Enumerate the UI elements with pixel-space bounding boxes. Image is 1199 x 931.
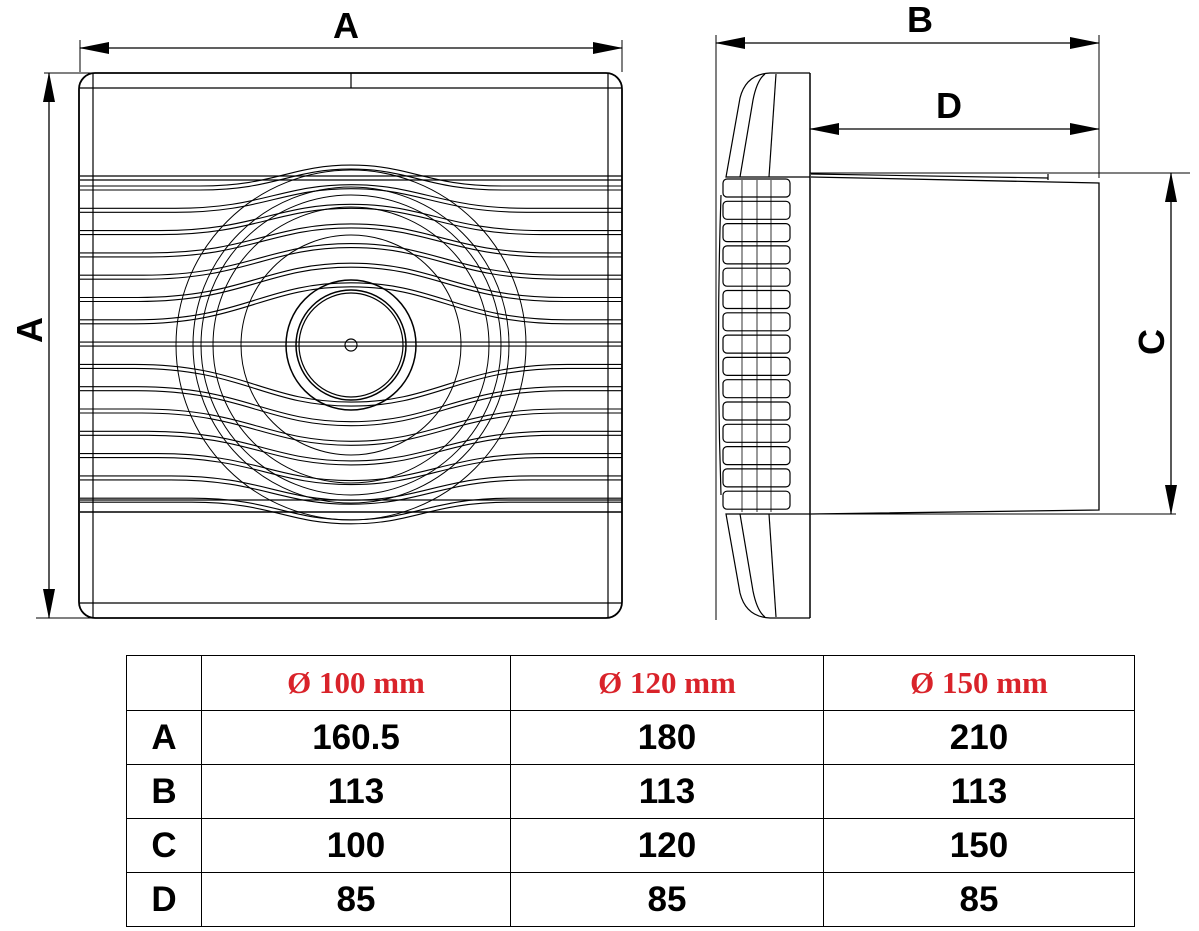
dimension-a-horizontal [79, 40, 623, 72]
column-header: Ø 150 mm [823, 655, 1135, 711]
table-cell: 113 [201, 764, 511, 819]
side-slat [722, 289, 791, 310]
grille-slat [80, 475, 622, 501]
side-slat [722, 490, 791, 510]
grille-slat [80, 282, 622, 321]
grille-slat [80, 412, 622, 446]
column-header: Ø 120 mm [510, 655, 824, 711]
table-cell: 150 [823, 818, 1135, 873]
dimension-b [715, 35, 1100, 620]
grille-slat [80, 367, 622, 407]
grille-slat [80, 262, 622, 299]
side-slat [722, 446, 791, 466]
table-cell: 85 [201, 872, 511, 927]
table-cell: 100 [201, 818, 511, 873]
table-cell: 113 [510, 764, 824, 819]
grille-slat [80, 227, 622, 258]
table-cell: 210 [823, 710, 1135, 765]
side-slat [722, 267, 791, 287]
grille-slat [80, 223, 622, 254]
table-cell: 85 [823, 872, 1135, 927]
grille-slat [80, 430, 622, 462]
grille-slat [80, 184, 622, 209]
row-label: A [126, 710, 202, 765]
grille-slat [80, 286, 622, 325]
front-width-label: A [333, 5, 359, 46]
grille-slat [80, 457, 622, 486]
table-cell: 85 [510, 872, 824, 927]
table-cell: 160.5 [201, 710, 511, 765]
grille-slat [80, 164, 622, 187]
side-slat [722, 200, 791, 220]
table-header-row: Ø 100 mm Ø 120 mm Ø 150 mm [126, 655, 1135, 711]
front-height-label: A [9, 317, 50, 343]
grille-slat [80, 188, 622, 213]
grille-slat [80, 363, 622, 403]
side-slat [722, 356, 791, 376]
side-slat [722, 245, 791, 265]
grille-slat [80, 266, 622, 303]
side-depth-label: B [907, 0, 933, 40]
side-slat [722, 223, 791, 243]
side-duct-diameter-label: C [1131, 329, 1172, 355]
dimension-c [810, 172, 1190, 515]
table-row: B 113 113 113 [126, 764, 1135, 819]
grille-slat [80, 497, 622, 521]
dimension-a-vertical [36, 72, 92, 619]
grille-slat [80, 408, 622, 442]
grille-slat [80, 168, 622, 191]
side-duct-length-label: D [936, 85, 962, 126]
row-label: D [126, 872, 202, 927]
fan-hub [285, 279, 417, 411]
grille-slat [80, 390, 622, 427]
table-corner-cell [126, 655, 202, 711]
front-housing [78, 72, 623, 619]
side-view [715, 35, 1190, 620]
row-label: C [126, 818, 202, 873]
side-cover-bottom [725, 513, 810, 619]
side-cover-top [725, 72, 810, 178]
grille-slat [80, 243, 622, 276]
dimension-table: Ø 100 mm Ø 120 mm Ø 150 mm A 160.5 180 2… [126, 655, 1135, 927]
table-row: D 85 85 85 [126, 872, 1135, 927]
side-slat [722, 312, 791, 332]
fan-rings [175, 169, 527, 521]
side-slat [722, 401, 791, 421]
grille-slats [80, 164, 622, 525]
grille-slat [80, 207, 622, 236]
table-cell: 120 [510, 818, 824, 873]
duct [810, 176, 1100, 515]
grille-slat [80, 386, 622, 423]
grille-slat [80, 501, 622, 525]
grille-slat [80, 479, 622, 505]
grille-slat [80, 203, 622, 232]
side-slat [722, 423, 791, 443]
side-slat [722, 334, 791, 354]
grille-slat [80, 453, 622, 482]
table-row: C 100 120 150 [126, 818, 1135, 873]
grille-slat [80, 434, 622, 466]
table-row: A 160.5 180 210 [126, 710, 1135, 765]
table-cell: 113 [823, 764, 1135, 819]
side-slat [722, 468, 791, 488]
table-cell: 180 [510, 710, 824, 765]
side-grille-slats [722, 178, 791, 512]
side-slat [722, 178, 791, 198]
technical-drawing: A A B D C [9, 0, 1190, 620]
front-view [36, 40, 623, 619]
row-label: B [126, 764, 202, 819]
grille-slat [80, 247, 622, 280]
column-header: Ø 100 mm [201, 655, 511, 711]
side-slat [722, 379, 791, 399]
